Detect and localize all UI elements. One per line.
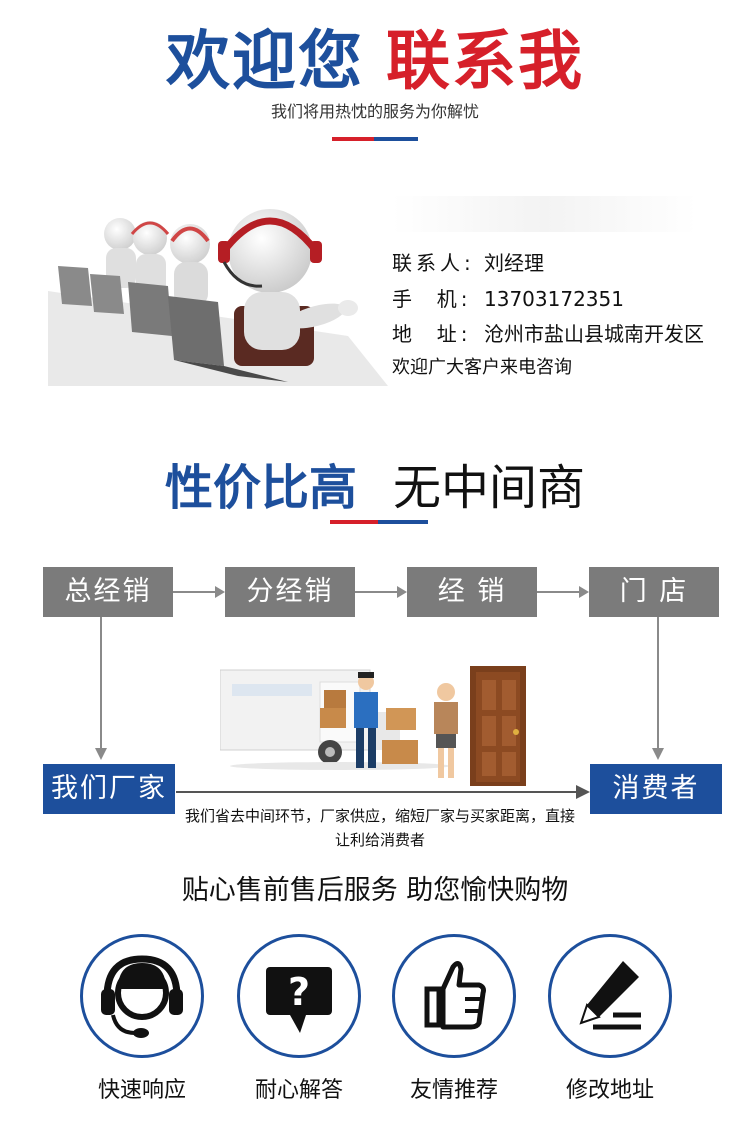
value-title: 性价比高无中间商: [0, 448, 750, 518]
welcome-subtitle: 我们将用热忱的服务为你解忧: [270, 102, 479, 121]
delivery-illustration: [219, 662, 530, 792]
thumbs-up-icon: [424, 961, 486, 1030]
contact-address-value: 沧州市盐山县城南开发区: [484, 322, 704, 346]
service-label-answer: 耐心解答: [254, 1078, 343, 1103]
flow-note-text: 我们省去中间环节，厂家供应，缩短厂家与买家距离，直接让利给消费者: [184, 807, 575, 849]
contact-welcome-text: 欢迎广大客户来电咨询: [392, 357, 572, 378]
service-circle-response[interactable]: [80, 934, 204, 1058]
contact-address-row: 地 址: 沧州市盐山县城南开发区: [392, 318, 704, 347]
consumer-box: 消费者: [590, 764, 722, 814]
service-circle-edit-address[interactable]: [548, 934, 672, 1058]
pencil-edit-icon: [579, 961, 641, 1030]
divider2-blue: [378, 520, 428, 524]
service-label-response: 快速响应: [97, 1078, 186, 1103]
svg-text:?: ?: [288, 970, 310, 1014]
divider2-red: [330, 520, 378, 524]
contact-person-label: 联系人:: [392, 251, 475, 275]
service-circle-answer[interactable]: ?: [237, 934, 361, 1058]
welcome-title-right: 联系我: [386, 25, 584, 99]
flow-box-distributor: 经 销: [407, 567, 537, 617]
service-circle-recommend[interactable]: [392, 934, 516, 1058]
question-bubble-icon: ?: [266, 967, 332, 1033]
service-label-edit-address: 修改地址: [565, 1078, 654, 1103]
customer-service-illustration: [48, 196, 388, 386]
value-title-left: 性价比高: [164, 460, 357, 516]
contact-address-label: 地 址:: [392, 322, 472, 346]
divider-blue: [374, 137, 418, 141]
flow-box-general-distributor: 总经销: [43, 567, 173, 617]
contact-person-value: 刘经理: [484, 251, 544, 275]
contact-phone-label: 手 机:: [392, 287, 472, 311]
headset-icon: [101, 955, 183, 1038]
contact-phone-row: 手 机: 13703172351: [392, 283, 624, 312]
contact-phone-value[interactable]: 13703172351: [484, 287, 624, 311]
welcome-title-left: 欢迎您: [166, 25, 364, 99]
service-label-recommend: 友情推荐: [409, 1078, 498, 1103]
divider-red: [332, 137, 374, 141]
value-title-right: 无中间商: [393, 460, 586, 516]
welcome-title: 欢迎您联系我: [0, 10, 750, 102]
factory-box: 我们厂家: [43, 764, 175, 814]
contact-heading-blur: [392, 196, 697, 232]
flow-arrows: [95, 586, 664, 799]
service-title: 贴心售前售后服务 助您愉快购物: [181, 875, 569, 906]
flow-box-store: 门 店: [589, 567, 719, 617]
flow-box-sub-distributor: 分经销: [225, 567, 355, 617]
contact-person-row: 联系人: 刘经理: [392, 247, 544, 276]
